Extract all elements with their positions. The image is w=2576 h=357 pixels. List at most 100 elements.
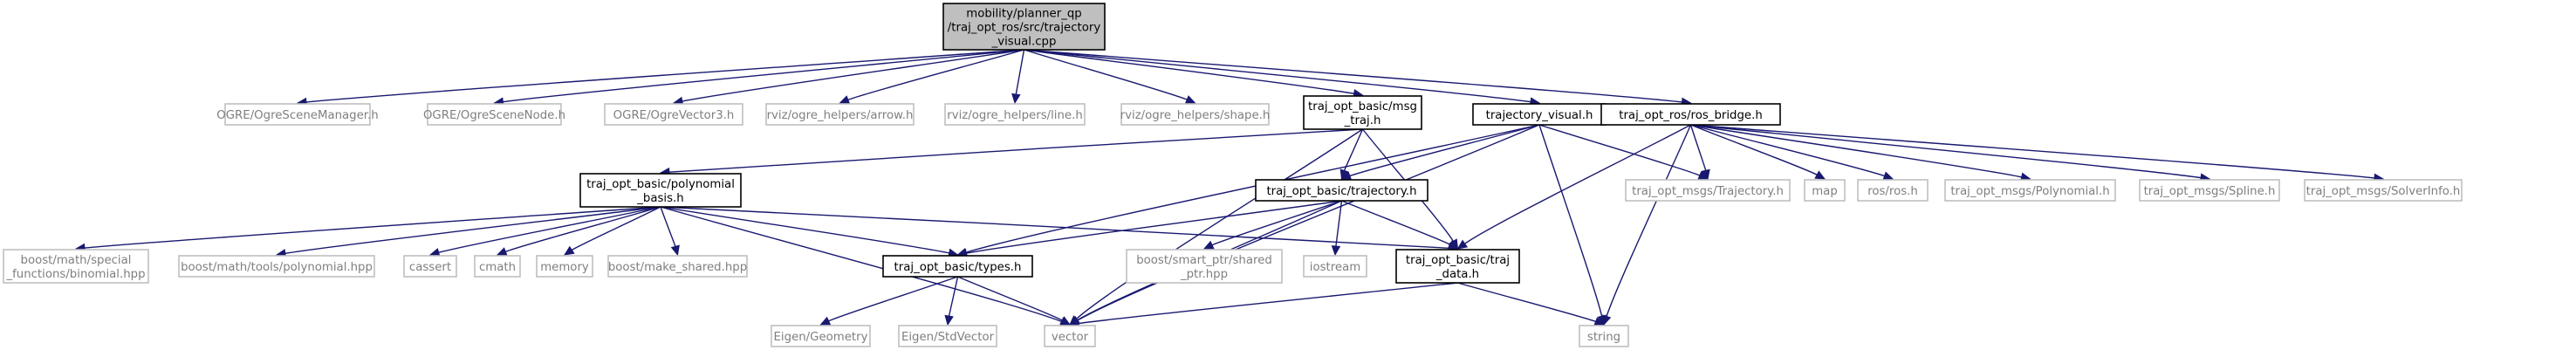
- edge-line: [1024, 49, 1531, 103]
- node-label-line: memory: [540, 261, 589, 274]
- edge-line: [965, 124, 1540, 253]
- edge-n0-to-n4: [839, 49, 1024, 105]
- edge-line: [1606, 124, 1692, 317]
- edge-line: [1538, 124, 1701, 176]
- edge-arrowhead: [1882, 171, 1894, 181]
- edge-n0-to-n8: [1024, 49, 1541, 106]
- node-label-line: map: [1812, 185, 1838, 198]
- node-box: [1303, 95, 1422, 130]
- edge-line: [1076, 128, 1363, 319]
- node-traj-opt-basic-traj-data-h[interactable]: traj_opt_basic/traj_data.h: [1395, 249, 1520, 284]
- node-box: [3, 249, 149, 284]
- edge-n27-to-n31: [1457, 282, 1606, 326]
- edge-arrowhead: [1202, 240, 1215, 250]
- edge-n0-to-n5: [1011, 49, 1025, 105]
- edge-line: [682, 49, 1024, 102]
- node-label-line: OGRE/OgreSceneNode.h: [423, 109, 565, 122]
- edge-n8-to-n11: [1340, 124, 1540, 181]
- node-box: [224, 103, 371, 126]
- node-string: string: [1579, 325, 1629, 347]
- node-box: [944, 103, 1086, 126]
- edge-line: [1341, 200, 1451, 245]
- edge-line: [1077, 124, 1540, 321]
- edge-arrowhead: [944, 314, 954, 326]
- node-traj-opt-msgs-spline-h: traj_opt_msgs/Spline.h: [2139, 179, 2280, 202]
- edge-n7-to-n30: [1069, 128, 1363, 326]
- edge-line: [847, 49, 1024, 101]
- edge-line: [1024, 49, 1188, 100]
- node-label-line: boost/make_shared.hpp: [608, 261, 747, 274]
- node-label-line: cmath: [479, 261, 516, 274]
- edge-line: [1024, 49, 1354, 94]
- node-traj-opt-ros-ros-bridge-h[interactable]: traj_opt_ros/ros_bridge.h: [1600, 103, 1781, 126]
- edge-arrowhead: [1011, 93, 1021, 105]
- edge-line: [1015, 49, 1025, 95]
- node-eigen-geometry: Eigen/Geometry: [771, 325, 871, 347]
- node-box: [1579, 325, 1629, 347]
- node-box: [1126, 249, 1283, 284]
- edge-line: [438, 206, 661, 253]
- edge-line: [828, 276, 958, 322]
- node-label-line: boost/smart_ptr/shared: [1136, 254, 1272, 267]
- edge-line: [1538, 124, 1603, 317]
- edge-n0-to-n2: [493, 49, 1024, 106]
- node-trajectory-visual-h[interactable]: trajectory_visual.h: [1472, 103, 1607, 126]
- node-label-line: boost/math/tools/polynomial.hpp: [181, 261, 373, 274]
- node-traj-opt-basic-polynomial-basis-h[interactable]: traj_opt_basic/polynomial_basis.h: [579, 173, 742, 208]
- node-traj-opt-basic-types-h[interactable]: traj_opt_basic/types.h: [882, 255, 1033, 278]
- edge-line: [1335, 200, 1343, 247]
- edge-arrowhead: [1447, 240, 1459, 250]
- edge-line: [966, 200, 1342, 254]
- node-traj-opt-msgs-trajectory-h: traj_opt_msgs/Trajectory.h: [1625, 179, 1791, 202]
- node-box: [2304, 179, 2463, 202]
- edge-line: [1690, 124, 2202, 179]
- edge-line: [660, 206, 1062, 323]
- edge-line: [1343, 128, 1364, 171]
- node-rviz-ogre-helpers-line-h: rviz/ogre_helpers/line.h: [944, 103, 1086, 126]
- node-memory: memory: [536, 255, 593, 278]
- node-box: [178, 255, 375, 278]
- edge-n24-to-n30: [957, 276, 1072, 326]
- node-label-line: rviz/ogre_helpers/line.h: [947, 109, 1083, 122]
- edge-n0-to-n6: [1024, 49, 1196, 104]
- edge-line: [1690, 124, 1885, 177]
- edge-line: [1349, 124, 1540, 177]
- node-label-line: traj_opt_basic/polynomial: [586, 178, 735, 191]
- edge-n27-to-n30: [1068, 282, 1458, 328]
- edge-arrowhead: [1059, 316, 1072, 326]
- edge-n8-to-n30: [1068, 124, 1540, 326]
- node-box: [1600, 103, 1781, 126]
- node-label-line: OGRE/OgreVector3.h: [613, 109, 735, 122]
- node-box: [474, 255, 521, 278]
- edge-n10-to-n18: [74, 206, 661, 253]
- node-label-line: rviz/ogre_helpers/arrow.h: [767, 109, 914, 122]
- edge-line: [505, 206, 661, 253]
- node-label-line: trajectory_visual.h: [1486, 109, 1593, 122]
- node-box: [403, 255, 457, 278]
- edge-arrowhead: [839, 95, 851, 105]
- node-label-line: traj_opt_basic/msg: [1308, 100, 1417, 113]
- node-label-line: traj_opt_msgs/Trajectory.h: [1632, 185, 1784, 198]
- edge-n8-to-n12: [1538, 124, 1709, 180]
- node-box: [1625, 179, 1791, 202]
- edge-arrowhead: [563, 245, 575, 256]
- edge-arrowhead: [1456, 239, 1469, 250]
- edge-arrowhead: [670, 244, 680, 257]
- edge-n9-to-n27: [1456, 124, 1691, 250]
- node-label-line: _functions/binomial.hpp: [5, 268, 145, 281]
- node-traj-opt-basic-trajectory-h[interactable]: traj_opt_basic/trajectory.h: [1255, 179, 1428, 202]
- edge-line: [1078, 282, 1458, 325]
- edge-line: [1690, 124, 1818, 175]
- edge-n10-to-n19: [275, 206, 661, 258]
- node-mobility-planner-qp-traj-opt-ros-src-trajectory-visual-cpp[interactable]: mobility/planner_qp/traj_opt_ros/src/tra…: [942, 3, 1106, 51]
- edge-n9-to-n31: [1602, 124, 1692, 326]
- node-boost-smart-ptr-shared-ptr-hpp: boost/smart_ptr/shared_ptr.hpp: [1126, 249, 1283, 284]
- nodes-layer: mobility/planner_qp/traj_opt_ros/src/tra…: [3, 3, 2463, 347]
- node-traj-opt-basic-msg-traj-h[interactable]: traj_opt_basic/msg_traj.h: [1303, 95, 1422, 130]
- node-label-line: rviz/ogre_helpers/shape.h: [1120, 109, 1271, 122]
- node-label-line: traj_opt_basic/traj: [1406, 254, 1510, 267]
- node-label-line: /traj_opt_ros/src/trajectory: [948, 22, 1101, 35]
- node-label-line: cassert: [409, 261, 451, 274]
- edge-n8-to-n24: [956, 124, 1540, 257]
